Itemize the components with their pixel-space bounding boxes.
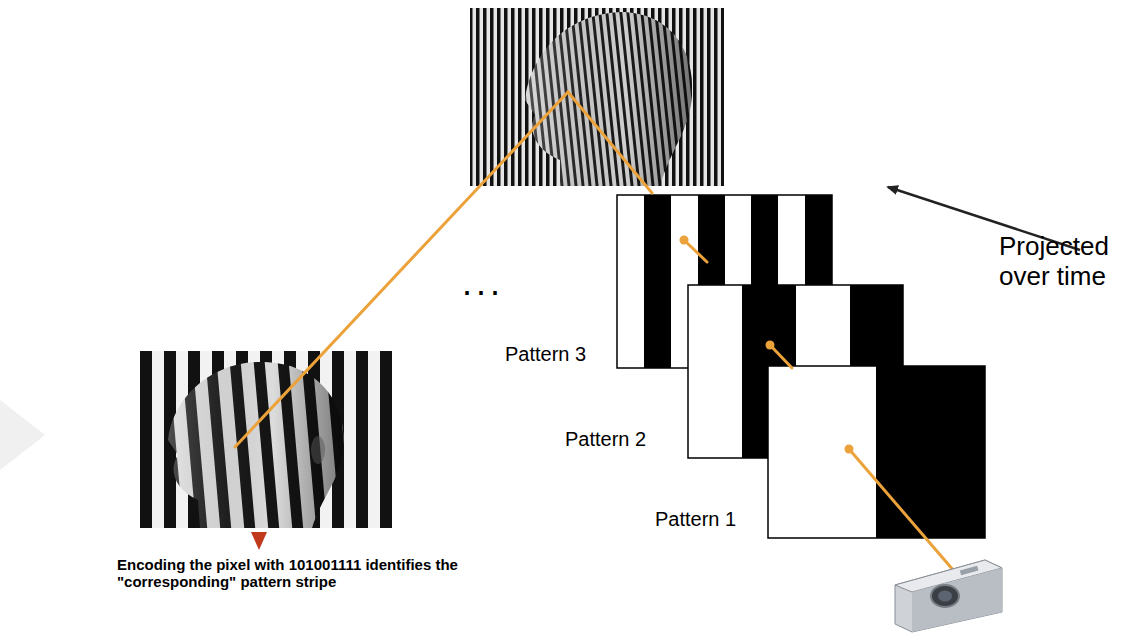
time-note: Projected over time bbox=[999, 232, 1134, 292]
light-ray bbox=[235, 92, 960, 578]
pattern-label: Pattern 1 bbox=[655, 508, 736, 531]
ray-dot bbox=[680, 236, 854, 454]
left-head-image bbox=[140, 351, 392, 528]
pattern-label: Pattern 3 bbox=[505, 343, 586, 366]
encoding-note: Encoding the pixel with 101001111 identi… bbox=[117, 556, 517, 591]
top-head-image bbox=[470, 8, 724, 186]
side-decoration bbox=[0, 400, 45, 470]
pattern-label: Pattern 2 bbox=[565, 428, 646, 451]
pattern-1-stripes bbox=[768, 366, 985, 538]
pointer-triangle bbox=[251, 532, 267, 550]
ellipsis: ... bbox=[462, 262, 504, 303]
projector-icon bbox=[895, 560, 1002, 632]
